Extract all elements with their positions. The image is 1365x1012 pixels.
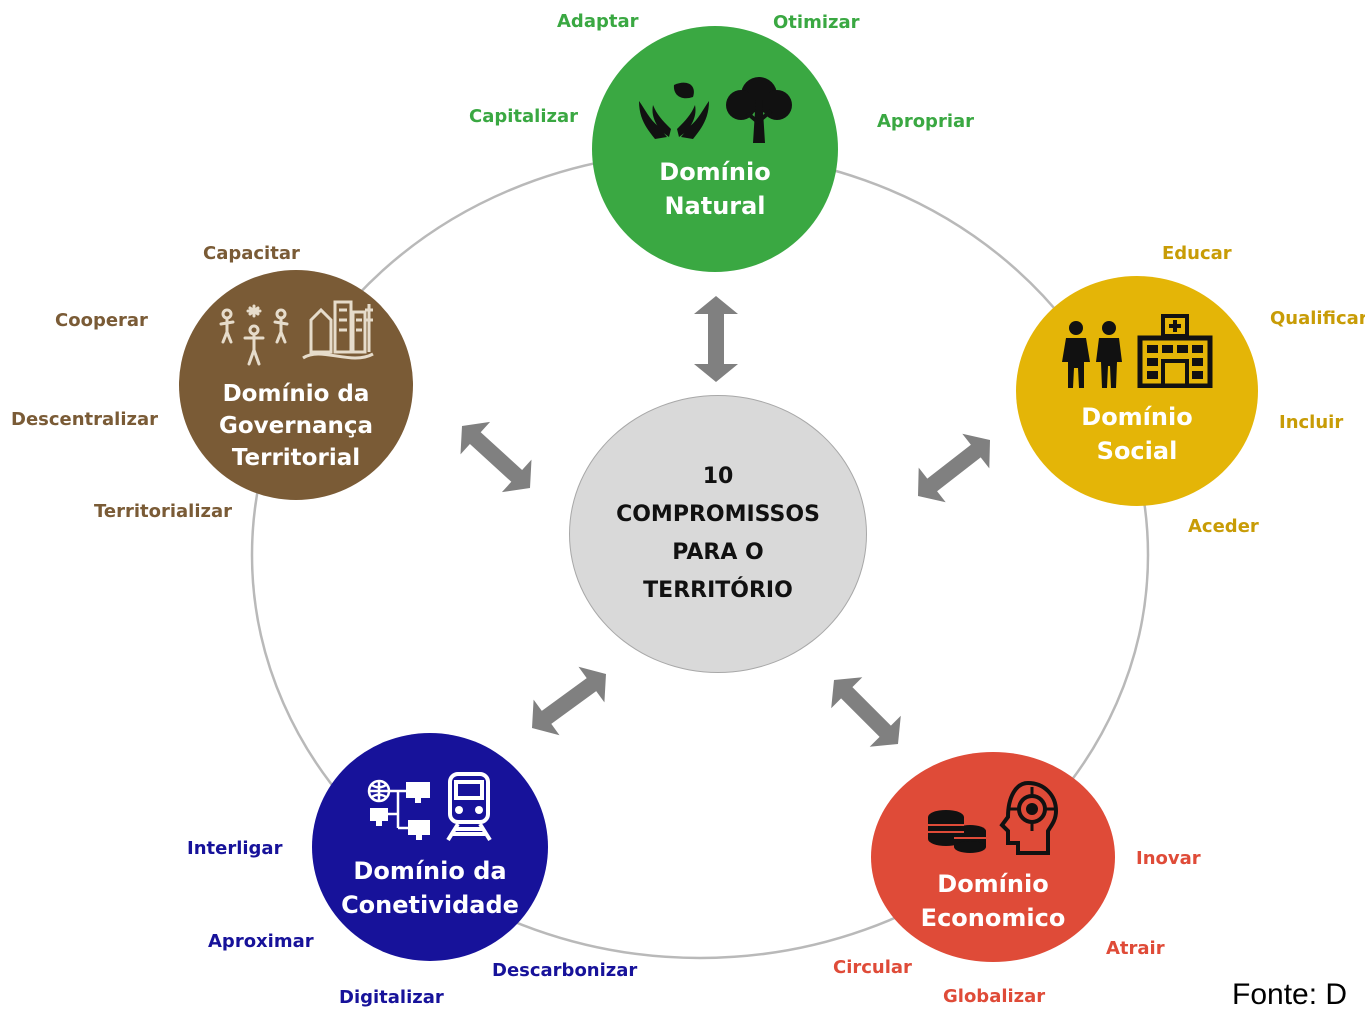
domain-governanca: Domínio da Governança Territorial (179, 270, 413, 500)
verb-circular: Circular (833, 957, 912, 978)
network-icon (366, 778, 434, 846)
arrow-center-governanca (460, 421, 532, 493)
center-text: 10 COMPROMISSOS PARA O TERRITÓRIO (616, 464, 820, 603)
domain-conetividade: Domínio da Conetividade (312, 733, 548, 961)
domain-economico: Domínio Economico (871, 752, 1115, 962)
verb-incluir: Incluir (1279, 412, 1344, 433)
ai-head-icon (998, 779, 1060, 859)
verb-aproximar: Aproximar (208, 931, 314, 952)
verb-interligar: Interligar (187, 838, 283, 859)
community-icon (217, 302, 291, 370)
center-circle: 10 COMPROMISSOS PARA O TERRITÓRIO (569, 395, 867, 673)
verb-globalizar: Globalizar (943, 986, 1046, 1007)
hands-leaf-icon (635, 79, 713, 147)
coins-icon (926, 805, 988, 859)
verb-educar: Educar (1162, 243, 1232, 264)
verb-otimizar: Otimizar (773, 12, 860, 33)
tree-icon (723, 75, 795, 147)
domain-natural: Domínio Natural (592, 26, 838, 272)
hospital-icon (1136, 314, 1214, 392)
verb-capacitar: Capacitar (203, 243, 300, 264)
domain-natural-title: Domínio Natural (659, 158, 771, 220)
verb-descarbonizar: Descarbonizar (492, 960, 638, 981)
verb-descentralizar: Descentralizar (11, 409, 159, 430)
verb-aceder: Aceder (1188, 516, 1259, 537)
verb-qualificar: Qualificar (1270, 308, 1365, 329)
domain-conetividade-title: Domínio da Conetividade (341, 857, 519, 919)
verb-territorializar: Territorializar (94, 501, 233, 522)
city-icon (301, 296, 375, 370)
verb-inovar: Inovar (1136, 848, 1201, 869)
verb-atrair: Atrair (1106, 938, 1165, 959)
people-icon (1060, 320, 1126, 392)
domain-governanca-title: Domínio da Governança Territorial (218, 381, 374, 471)
verb-adaptar: Adaptar (557, 11, 639, 32)
verb-capitalizar: Capitalizar (469, 106, 579, 127)
domain-economico-title: Domínio Economico (920, 870, 1066, 932)
domain-social: Domínio Social (1016, 276, 1258, 506)
verb-digitalizar: Digitalizar (339, 987, 444, 1008)
train-icon (444, 772, 494, 846)
domain-social-title: Domínio Social (1081, 403, 1193, 465)
arrow-center-economico (831, 677, 901, 747)
arrow-center-conetividade (532, 666, 606, 736)
verb-apropriar: Apropriar (877, 111, 975, 132)
source-caption: Fonte: D (1232, 978, 1348, 1011)
arrow-center-social (918, 433, 990, 503)
verb-cooperar: Cooperar (55, 310, 148, 331)
arrow-center-natural (694, 296, 738, 382)
